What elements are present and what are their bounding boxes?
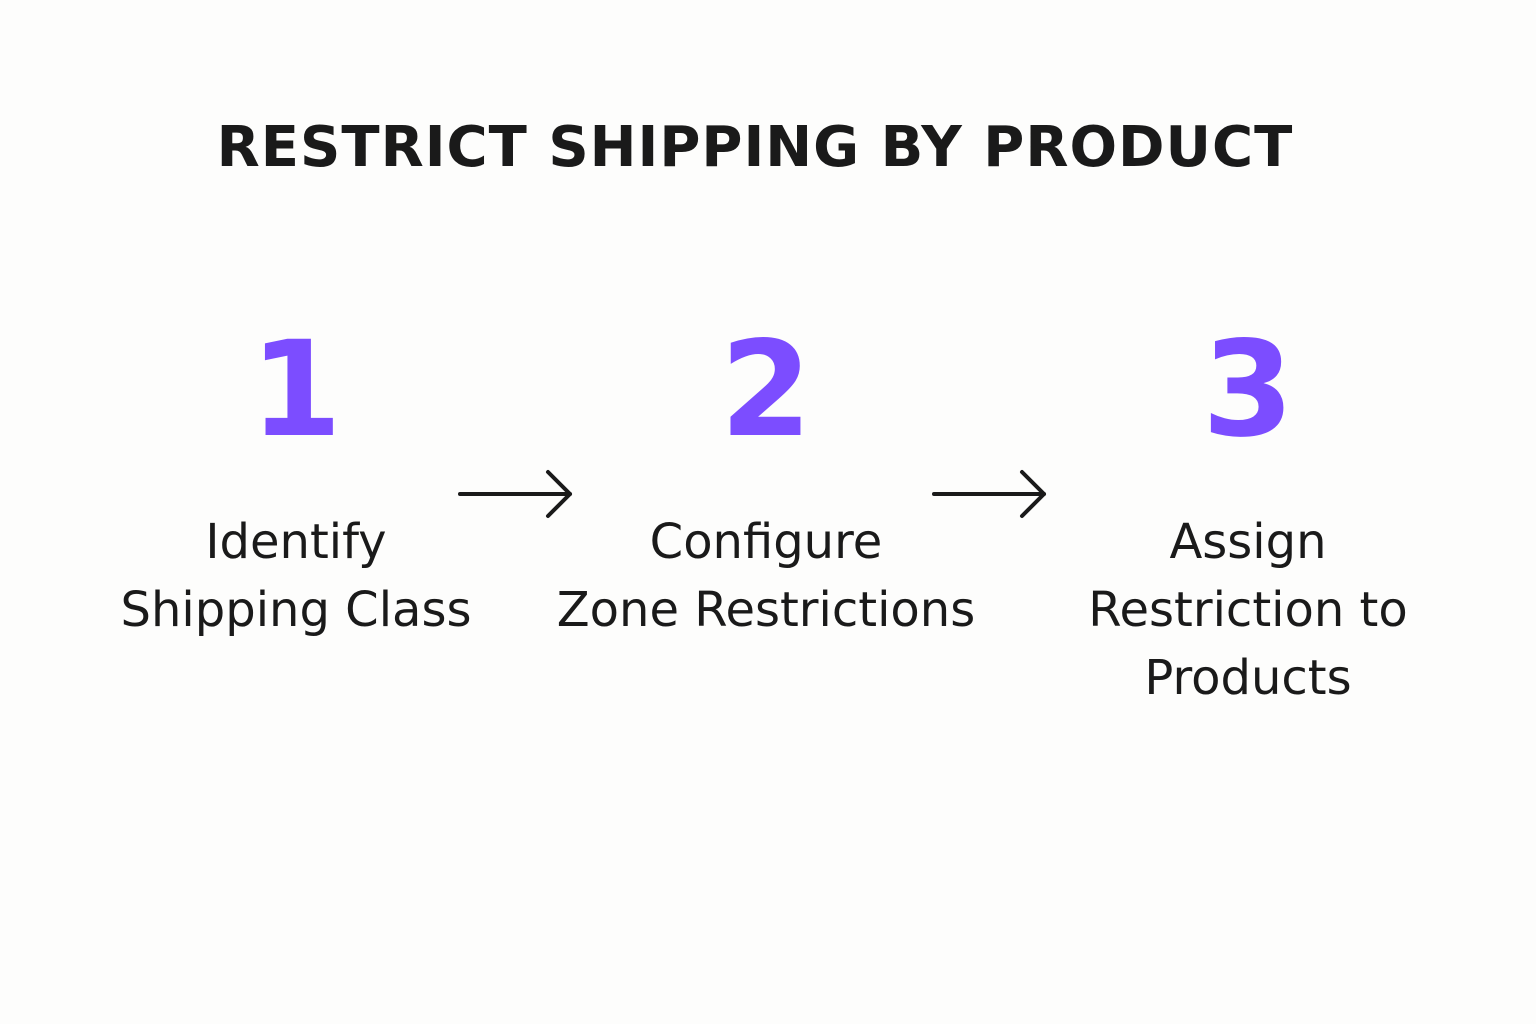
step-3-label: Assign Restriction to Products	[1018, 508, 1478, 712]
step-2-label-line-1: Configure	[649, 514, 883, 570]
step-2-label: Configure Zone Restrictions	[536, 508, 996, 644]
right-arrow-icon	[932, 470, 1046, 518]
diagram-title: RESTRICT SHIPPING BY PRODUCT	[216, 115, 1294, 180]
step-1-label-line-2: Shipping Class	[120, 582, 472, 638]
step-1-label: Identify Shipping Class	[66, 508, 526, 644]
step-1-number: 1	[250, 313, 342, 467]
step-2-label-line-2: Zone Restrictions	[556, 582, 976, 638]
step-3-number: 3	[1202, 313, 1294, 467]
step-3: 3 Assign Restriction to Products	[1018, 320, 1478, 712]
right-arrow-icon	[458, 470, 572, 518]
step-3-label-line-1: Assign	[1169, 514, 1327, 570]
step-1: 1 Identify Shipping Class	[66, 320, 526, 644]
step-2-number: 2	[720, 313, 812, 467]
step-3-label-line-3: Products	[1144, 650, 1352, 706]
step-1-label-line-1: Identify	[205, 514, 387, 570]
step-2: 2 Configure Zone Restrictions	[536, 320, 996, 644]
step-3-label-line-2: Restriction to	[1088, 582, 1408, 638]
